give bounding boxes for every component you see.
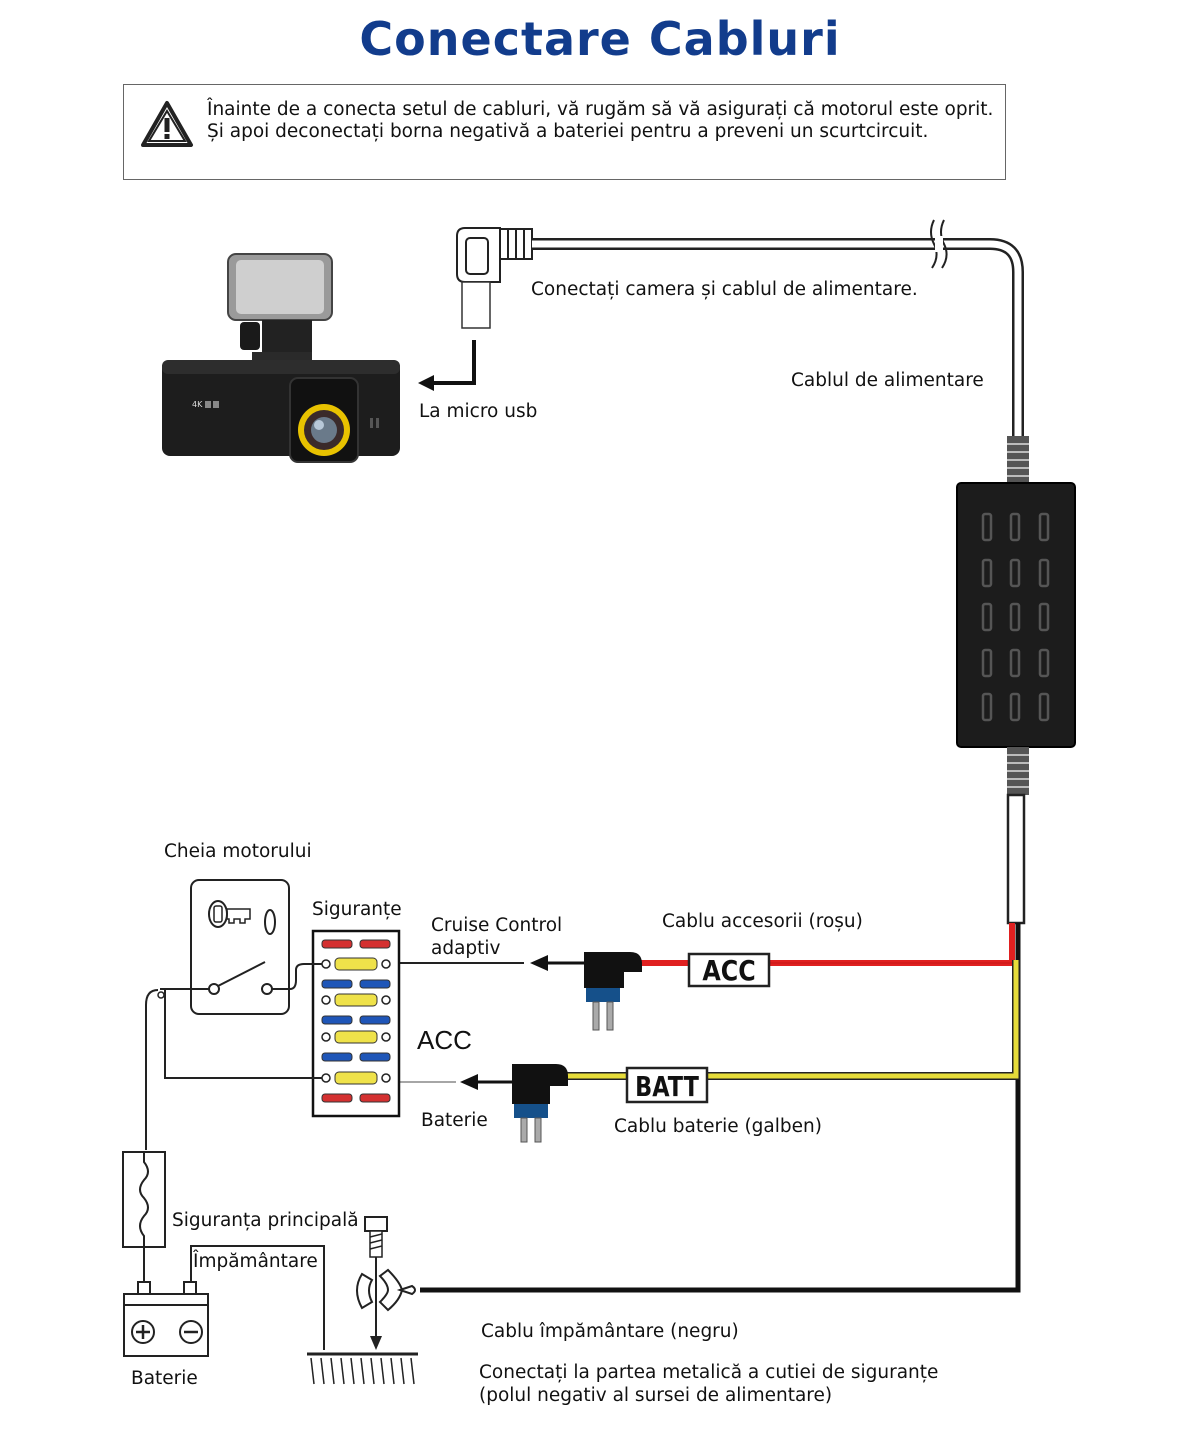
page-title: Conectare Cabluri <box>359 12 841 66</box>
batt-fuse-tap <box>512 1064 568 1143</box>
acc-cable-label: Cablu accesorii (roșu) <box>662 911 863 932</box>
main-fuse <box>122 1151 166 1248</box>
batt-tag-label: BATT <box>635 1069 699 1102</box>
ground-bolt <box>356 1216 416 1350</box>
ground-cable-label: Cablu împământare (negru) <box>481 1321 739 1342</box>
power-cable <box>532 238 1024 440</box>
battery-label: Baterie <box>131 1368 198 1389</box>
acc-tag <box>687 952 771 988</box>
fuse-box <box>311 929 401 1118</box>
metal-part-label-1: Conectați la partea metalică a cutiei de… <box>479 1362 939 1383</box>
car-battery <box>123 1281 209 1357</box>
ignition-switch <box>190 879 290 1015</box>
power-converter-box <box>956 436 1076 925</box>
usb-plug <box>456 227 533 329</box>
warning-triangle-icon <box>141 101 193 147</box>
warning-line-2: Și apoi deconectați borna negativă a bat… <box>207 121 929 142</box>
ground-label: Împământare <box>193 1251 318 1272</box>
dash-camera: 4K <box>162 253 400 463</box>
warning-line-1: Înainte de a conecta setul de cabluri, v… <box>207 99 994 120</box>
ground-symbol <box>307 1352 418 1385</box>
warning-box: Înainte de a conecta setul de cabluri, v… <box>123 84 1006 180</box>
fuse-row-1 <box>321 939 391 949</box>
batt-cable-label: Cablu baterie (galben) <box>614 1116 822 1137</box>
acc-fuse-tap <box>584 952 642 1031</box>
acc-label: ACC <box>417 1025 472 1055</box>
power-cable-label: Cablul de alimentare <box>791 370 984 391</box>
ignition-key-label: Cheia motorului <box>164 841 312 862</box>
acc-tag-label: ACC <box>702 955 755 987</box>
fuses-label: Siguranțe <box>312 899 402 920</box>
key-icon <box>208 900 276 935</box>
micro-usb-arrow <box>430 340 476 385</box>
batt-wire <box>566 960 1020 1080</box>
main-fuse-label: Siguranța principală <box>172 1210 359 1231</box>
cruise-control-label-1: Cruise Control <box>431 915 563 936</box>
batt-tag <box>625 1066 709 1104</box>
connect-camera-label: Conectați camera și cablul de alimentare… <box>531 279 918 300</box>
metal-part-label-2: (polul negativ al sursei de alimentare) <box>479 1385 833 1406</box>
camera-4k-badge: 4K <box>192 400 203 409</box>
battery-fuse-label: Baterie <box>421 1110 488 1131</box>
cruise-control-label-2: adaptiv <box>431 938 501 959</box>
micro-usb-label: La micro usb <box>419 401 538 422</box>
